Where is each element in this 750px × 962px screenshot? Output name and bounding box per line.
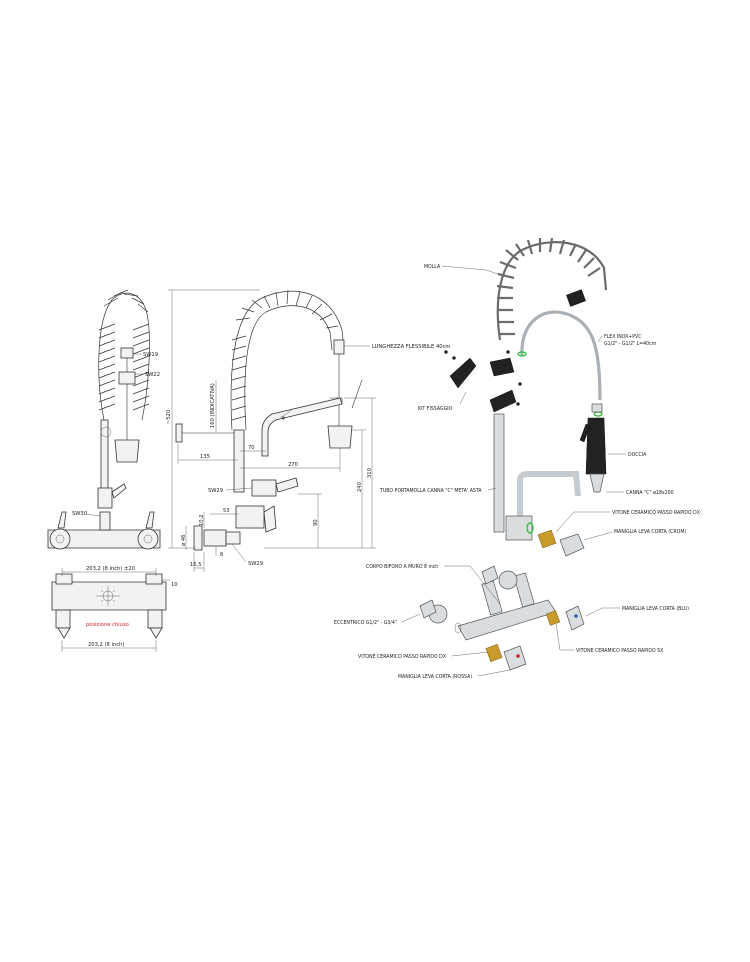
label-vitone-sx: VITONE CERAMICO PASSO RAPIDO SX [576,648,664,654]
exploded-corpo-biforo [457,572,557,641]
exploded-canna-c [517,471,581,518]
exploded-kit-fissaggio [444,350,522,413]
side-spring-coil-outer [244,305,333,431]
label-vitone-dx-bottom: VITONE CERAMICO PASSO RAPIDO DX [358,654,447,660]
label-flex-line2: G1/2" - G1/2" L=40cm [604,341,657,347]
dim-53: 53 [223,508,230,514]
dim-310: 310 [367,468,373,478]
note-posizione-chiuso: posizione chiuso [86,622,129,628]
side-spring-coil [230,290,345,431]
exploded-spring-cap [566,289,586,307]
dim-203-top: 203,2 (8 inch) ±20 [86,566,135,572]
side-riser-tube [233,429,245,493]
side-eccentric [203,529,227,547]
exploded-gasket-mid [593,411,603,417]
dim-240: 240 [357,482,363,492]
front-spring-turns [98,289,150,411]
exploded-view-drawing [419,237,608,671]
side-wall-body [235,505,265,529]
exploded-vitone-dx-bottom [485,644,503,662]
top-view-drawing [51,573,167,639]
exploded-rosette-right [498,570,518,590]
front-sw22-fitting [118,371,136,385]
exploded-flex-hose [520,310,602,401]
label-corpo-biforo: CORPO BIFORO A MURO 8 inch [366,564,438,570]
exploded-vitone-sx [545,610,561,626]
front-sw19-fitting [120,347,134,359]
dim-sw29-lower: SW29 [248,561,263,567]
label-maniglia-crom: MANIGLIA LEVA CORTA (CROM) [614,529,686,535]
front-spring-coil [98,292,150,421]
dim-sw22: SW22 [145,372,160,378]
top-view-dimensions: 203,2 (8 inch) ±20 10 posizione chiuso 2… [61,566,178,652]
front-left-handle [57,511,67,529]
front-view-dimensions: SW19 SW22 SW30 [72,352,160,517]
side-trigger-lever [351,379,363,409]
side-view-dimensions: ~520 160 (INDICATIVA) LUNGHEZZA FLESSIBI… [166,289,451,572]
side-spring-turns [231,289,339,421]
front-view-drawing [47,289,161,550]
front-riser-tube [100,419,109,491]
dim-46: ø 46 [181,535,187,546]
exploded-eccentrico-left [419,599,437,619]
exploded-upper-valve [505,515,533,541]
exploded-tubo-portamolla [493,413,505,533]
side-valve-body [251,479,277,497]
dim-sw19: SW19 [143,352,158,358]
front-spray-head [114,439,140,463]
side-hose-fitting [333,339,345,355]
dim-70: 70 [248,445,255,451]
label-maniglia-blu: MANIGLIA LEVA CORTA (BLU) [622,606,689,612]
exploded-vitone-dx-top [537,529,557,549]
side-handle-upper [275,477,299,493]
exploded-spring [496,237,608,341]
side-spray-head [327,425,353,449]
label-lunghezza-flessibile: LUNGHEZZA FLESSIBILE 40cm [372,344,451,350]
dim-90: 90 [313,519,319,526]
label-canna-c: CANNA "C" ø18x200 [626,490,674,496]
dim-135: 135 [200,454,210,460]
dim-sw30: SW30 [72,511,87,517]
front-wall-body [47,529,161,549]
exploded-doccia [585,417,607,475]
dim-160: 160 (INDICATIVA) [210,383,216,428]
dim-diameter: ø [281,415,287,422]
label-kit-fissaggio: KIT FISSAGGIO [418,406,453,412]
label-flex-line1: FLEX INOX+PVC [604,334,642,340]
dim-520: ~520 [166,410,172,424]
dim-10: 10 [171,582,178,588]
dim-sw29-upper: SW29 [208,488,223,494]
side-handle-lower [263,505,277,533]
label-eccentrico: ECCENTRICO G1/2" - G3/4" [334,620,397,626]
dim-10-2: 10,2 [199,514,205,526]
label-maniglia-rossa: MANIGLIA LEVA CORTA (ROSSA) [398,674,472,680]
side-wall-bracket [175,423,183,443]
label-vitone-dx-top: VITONE CERAMICO PASSO RAPIDO DX [612,510,701,516]
front-handle [111,483,127,499]
exploded-maniglia-rossa [503,645,527,671]
label-tubo-portamolla: TUBO PORTAMOLLA CANNA "C" META' ASTA [379,488,482,494]
exploded-maniglia-crom [559,533,585,557]
label-doccia: DOCCIA [628,452,647,458]
front-valve-body [97,487,113,509]
label-molla: MOLLA [424,264,441,270]
dim-16-5: 16,5 [190,562,202,568]
exploded-eccentrico-right [481,565,499,585]
front-right-handle [145,511,155,529]
dim-270: 270 [288,462,298,468]
exploded-maniglia-blu [565,605,585,631]
side-view-drawing [175,289,363,551]
exploded-gasket-top [517,351,527,357]
exploded-callouts: MOLLA FLEX INOX+PVC G1/2" - G1/2" L=40cm… [334,264,701,680]
dim-203-bottom: 203,2 (8 inch) [88,642,124,648]
dim-8: 8 [220,552,223,558]
